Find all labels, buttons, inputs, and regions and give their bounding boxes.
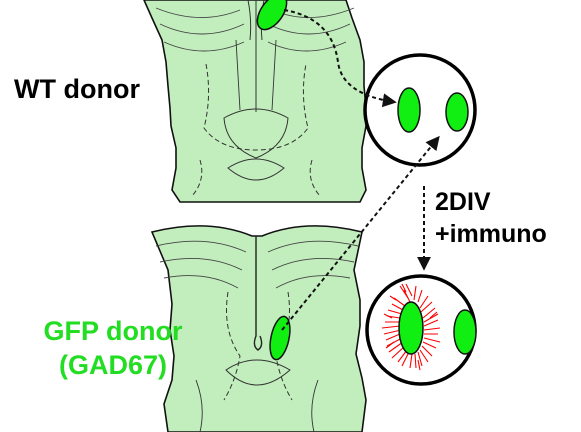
dish-cell-gfp: [446, 93, 468, 131]
wt-donor-label: WT donor: [14, 74, 140, 105]
dish-cell-wt: [398, 88, 420, 132]
culture-step-line1: 2DIV: [435, 186, 547, 218]
immuno-positive-cell: [399, 302, 423, 354]
gfp-donor-label-line1: GFP donor: [0, 314, 226, 348]
wt-brain-section: [144, 0, 366, 202]
gfp-donor-label-line2: (GAD67): [0, 348, 226, 382]
immuno-negative-cell: [454, 310, 476, 354]
culture-step-line2: +immuno: [435, 218, 547, 250]
gfp-donor-label: GFP donor (GAD67): [0, 314, 226, 382]
culture-step-label: 2DIV +immuno: [435, 186, 547, 250]
